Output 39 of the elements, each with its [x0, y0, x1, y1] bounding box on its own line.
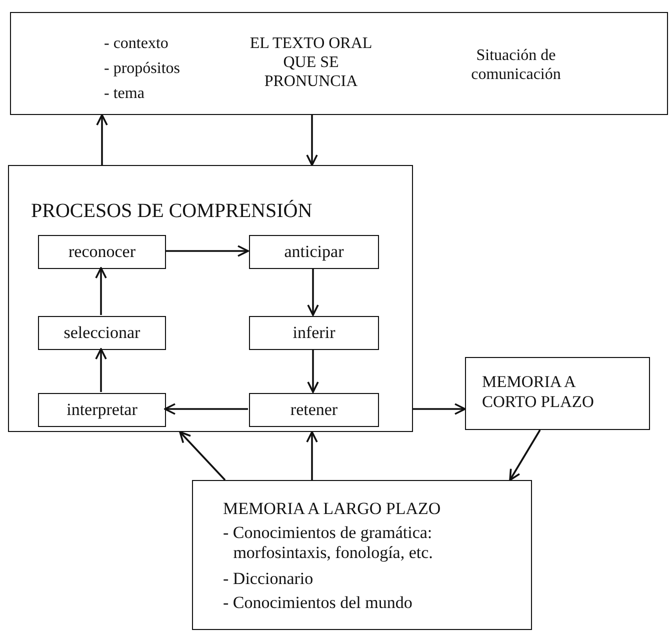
process-box	[465, 357, 650, 430]
box-text: MEMORIA A LARGO PLAZO	[223, 499, 441, 520]
box-text: - Conocimientos del mundo	[223, 593, 412, 614]
box-text: Situación de comunicación	[470, 46, 562, 84]
box-text: - propósitos	[104, 59, 180, 78]
process-box	[38, 393, 166, 427]
arrow	[509, 430, 541, 481]
process-box	[10, 12, 668, 115]
box-text: - Conocimientos de gramática: morfosintaxis, fonología, etc.	[223, 523, 434, 564]
arrow	[165, 245, 249, 257]
box-text: anticipar	[283, 242, 345, 262]
arrow	[413, 403, 466, 415]
box-text: inferir	[292, 322, 336, 344]
arrow	[96, 114, 108, 165]
box-text: retener	[289, 400, 339, 420]
arrow	[307, 268, 319, 316]
arrow	[95, 348, 107, 392]
box-text: - tema	[104, 84, 144, 104]
box-text: - contexto	[104, 34, 168, 54]
arrow	[306, 431, 318, 480]
process-box	[249, 316, 379, 350]
box-text: reconocer	[67, 242, 136, 262]
box-text: PROCESOS DE COMPRENSIÓN	[31, 199, 312, 223]
process-box	[192, 480, 532, 630]
process-box	[38, 316, 166, 350]
box-text: - Diccionario	[223, 569, 314, 590]
process-box	[249, 393, 379, 427]
process-box	[249, 235, 379, 269]
arrow	[164, 403, 248, 415]
arrow	[95, 267, 107, 315]
box-text: interpretar	[66, 400, 138, 420]
process-box	[8, 165, 413, 432]
box-text: MEMORIA A CORTO PLAZO	[482, 372, 595, 412]
arrow	[179, 431, 226, 481]
box-text: EL TEXTO ORAL QUE SE PRONUNCIA	[248, 34, 374, 92]
process-box	[38, 235, 166, 269]
box-text: seleccionar	[62, 322, 142, 344]
arrow	[306, 115, 318, 166]
arrow	[307, 349, 319, 393]
